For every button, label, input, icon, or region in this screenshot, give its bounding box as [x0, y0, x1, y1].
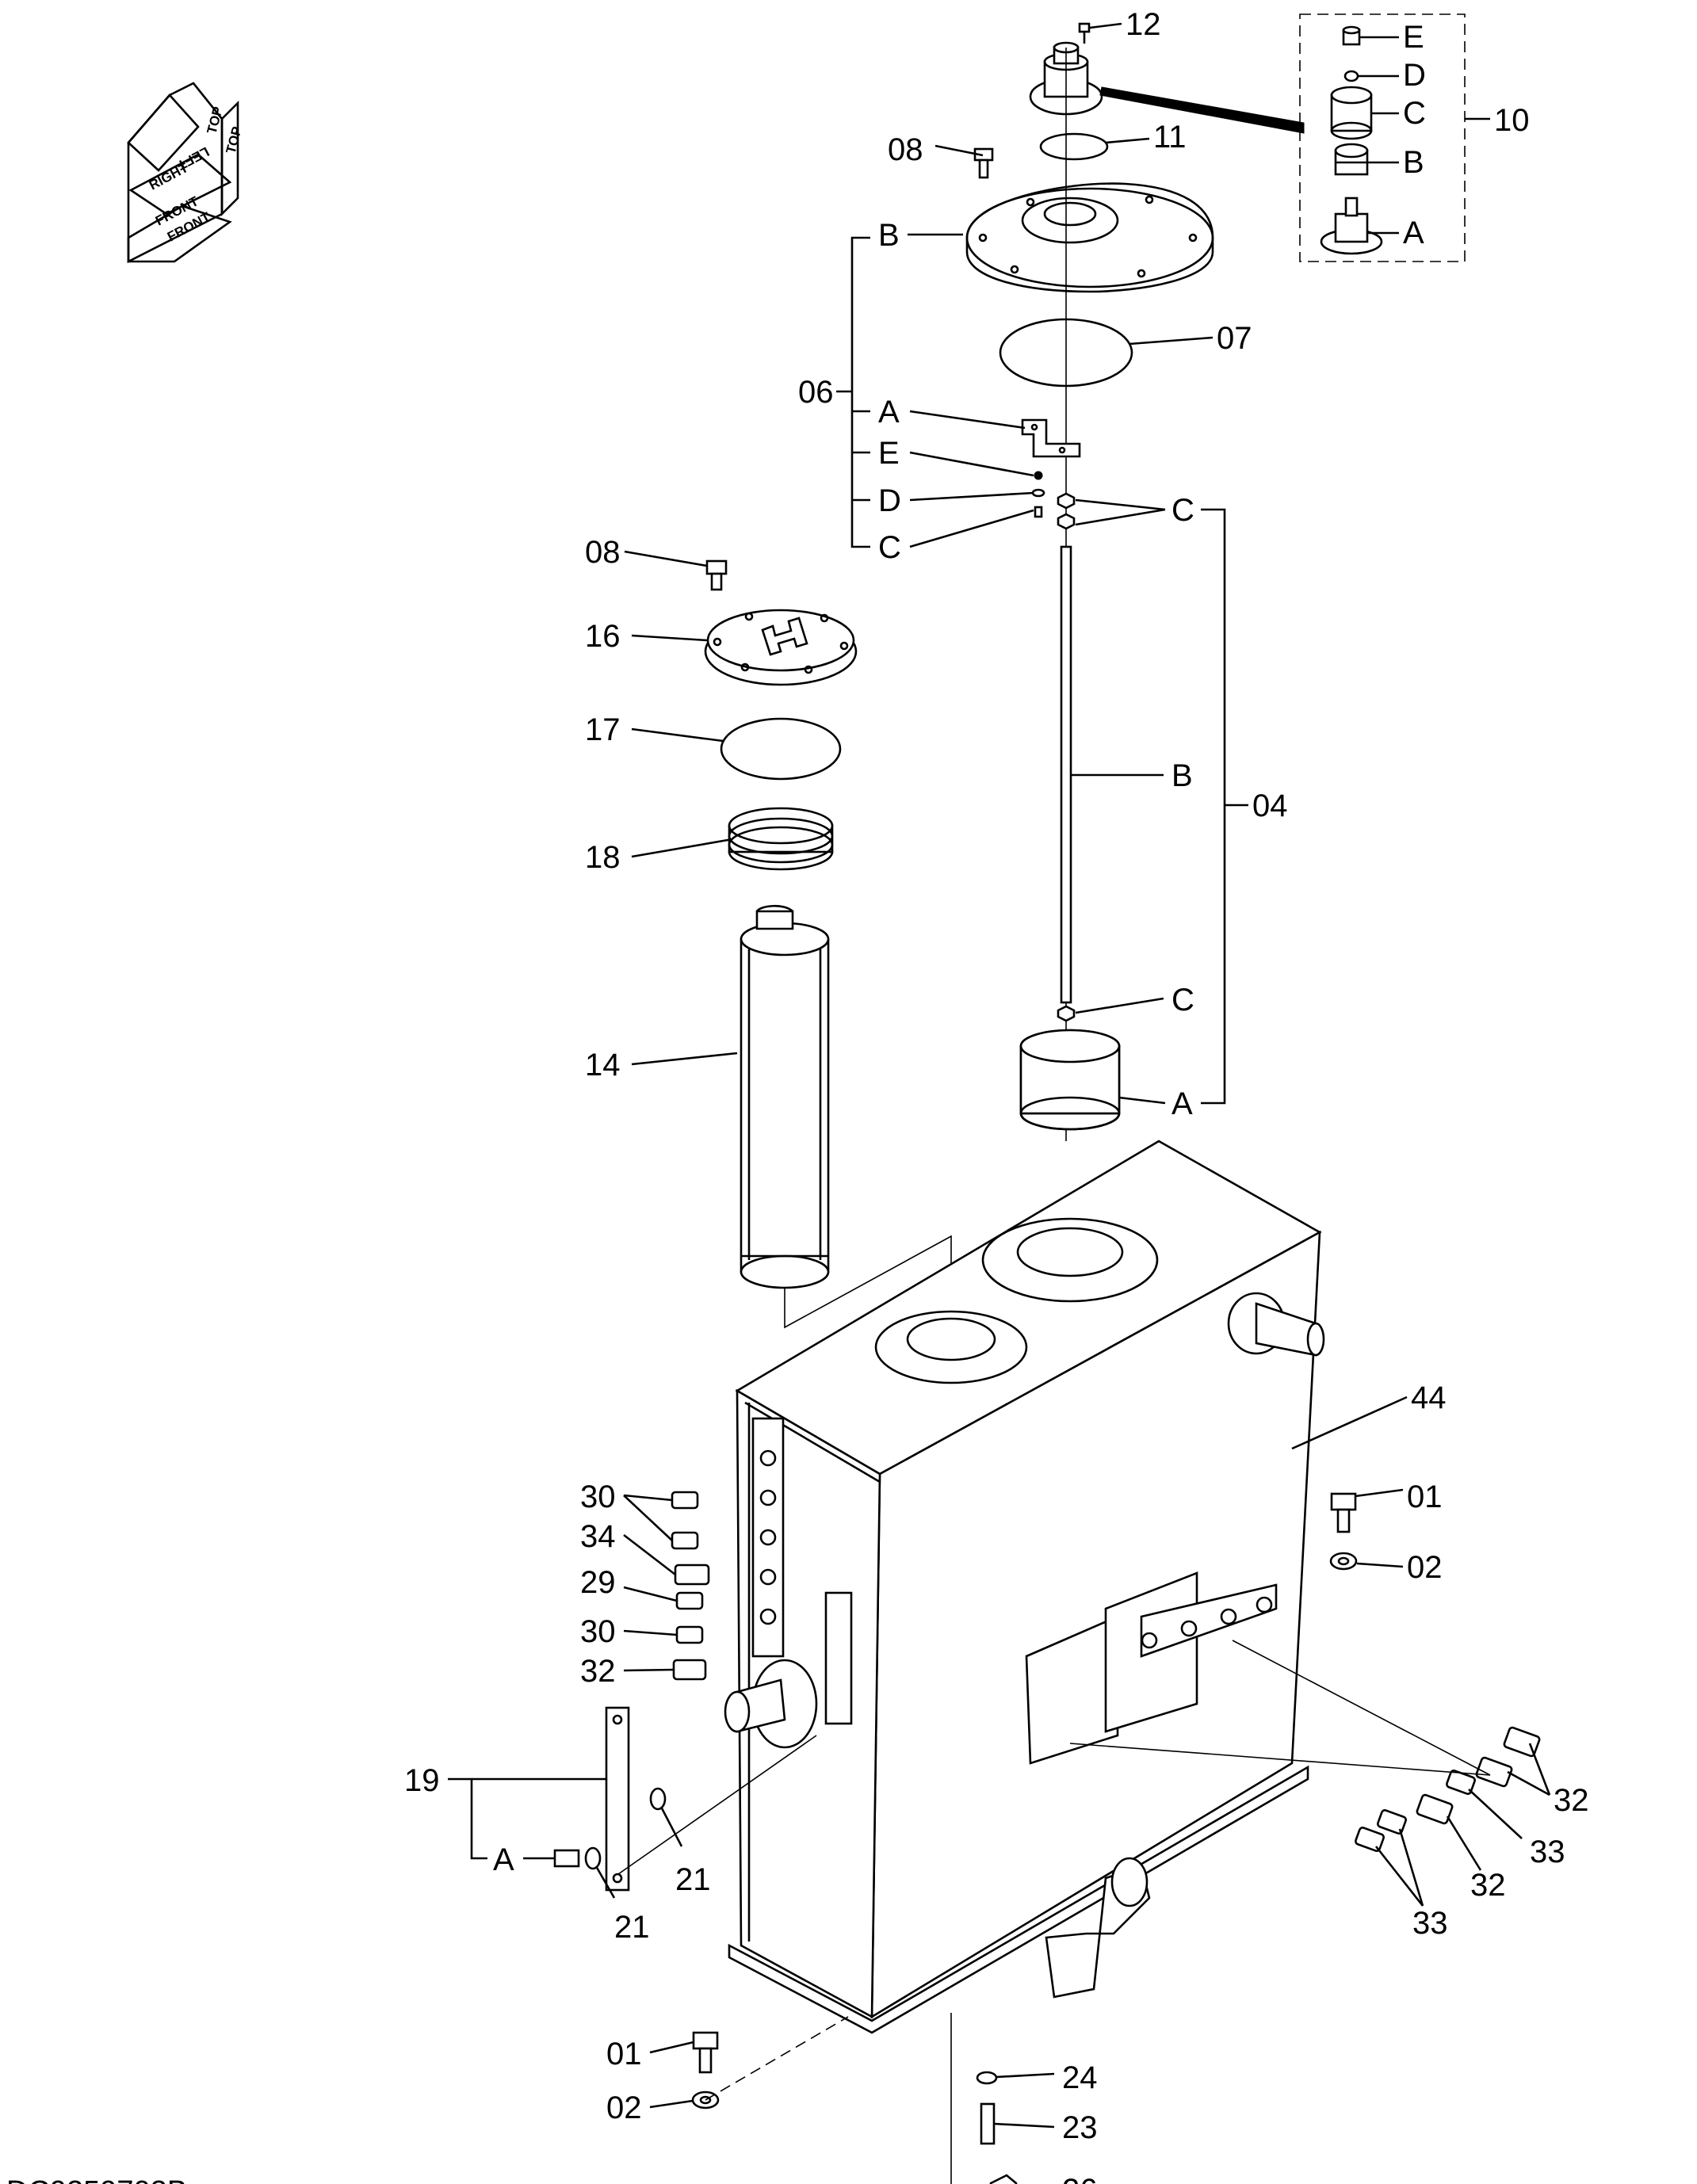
- label-19: 19: [404, 1763, 440, 1798]
- label-10: 10: [1494, 103, 1530, 138]
- part-10D-icon: [1343, 70, 1359, 82]
- orient-top-label-2: TOP: [224, 125, 245, 155]
- label-01-right: 01: [1407, 1480, 1443, 1514]
- part-10A-icon: [1320, 197, 1383, 255]
- part-fittings-right: [1355, 1726, 1541, 1852]
- label-33-left: 33: [1412, 1906, 1448, 1941]
- label-07: 07: [1217, 321, 1252, 356]
- label-12: 12: [1126, 7, 1161, 42]
- label-16: 16: [585, 619, 621, 654]
- label-26: 26: [1062, 2173, 1098, 2184]
- leader-lines: [448, 22, 1551, 2129]
- label-44: 44: [1411, 1380, 1447, 1415]
- part-06-bracket: [1021, 418, 1081, 458]
- part-18-spring: [728, 807, 834, 871]
- part-21-washers: [553, 1787, 667, 1870]
- label-06A: A: [878, 395, 900, 430]
- part-16-cover-plate: [704, 609, 858, 686]
- label-32-right-bottom: 32: [1470, 1868, 1506, 1903]
- label-32-right-top: 32: [1554, 1783, 1589, 1818]
- label-04C-top: C: [1171, 493, 1194, 528]
- label-01-left: 01: [606, 2037, 642, 2071]
- part-44-tank: [724, 1140, 1325, 2034]
- label-19A: A: [493, 1842, 514, 1877]
- label-06D: D: [878, 483, 901, 518]
- label-06: 06: [798, 375, 834, 410]
- part-01-02-bolt-washer-right: [1329, 1492, 1358, 1571]
- label-17: 17: [585, 712, 621, 747]
- label-04B: B: [1171, 758, 1193, 793]
- part-08-bolt-lower: [705, 559, 728, 591]
- label-10A: A: [1403, 216, 1424, 250]
- part-01-02-bolt-washer-left: [691, 2031, 720, 2110]
- part-06-small-hardware: [1031, 471, 1045, 518]
- part-10C-icon: [1330, 86, 1373, 140]
- label-10C: C: [1403, 96, 1426, 131]
- label-34: 34: [580, 1519, 616, 1554]
- part-10-subparts-box: [1299, 13, 1490, 262]
- label-30-bottom: 30: [580, 1614, 616, 1649]
- part-bottom-drain: [976, 2071, 1018, 2184]
- label-04C-bottom: C: [1171, 983, 1194, 1018]
- part-04-nuts: [1057, 492, 1076, 530]
- part-fittings-left: [671, 1491, 710, 1681]
- part-10B-icon: [1334, 143, 1369, 176]
- part-17-o-ring: [720, 717, 842, 781]
- label-04: 04: [1252, 788, 1288, 823]
- label-06B: B: [878, 218, 900, 253]
- label-18: 18: [585, 840, 621, 875]
- label-21-right: 21: [675, 1862, 711, 1897]
- part-19-bar: [605, 1706, 630, 1892]
- label-32-left: 32: [580, 1654, 616, 1689]
- label-23: 23: [1062, 2110, 1098, 2145]
- label-11: 11: [1153, 120, 1187, 155]
- label-14: 14: [585, 1048, 621, 1082]
- label-10E: E: [1403, 20, 1424, 55]
- part-06-cover-flange: [965, 182, 1214, 293]
- label-10D: D: [1403, 58, 1426, 93]
- part-11-o-ring: [1039, 132, 1109, 161]
- label-02-right: 02: [1407, 1550, 1443, 1585]
- label-06C: C: [878, 530, 901, 565]
- label-33-right: 33: [1530, 1835, 1565, 1869]
- label-29: 29: [580, 1565, 616, 1600]
- orientation-icon: TOP TOP RIGHT LEFT FRONT FRONT: [127, 82, 245, 264]
- part-10E-icon: [1342, 25, 1361, 46]
- part-04-rod: [1057, 545, 1076, 1022]
- part-14-filter-cartridge: [740, 904, 830, 1289]
- part-12-screw: [1078, 22, 1091, 44]
- drawing-code: DC9259703B: [6, 2175, 187, 2184]
- label-04A: A: [1171, 1086, 1193, 1121]
- label-10B: B: [1403, 145, 1424, 180]
- label-08-lower: 08: [585, 535, 621, 570]
- label-06E: E: [878, 436, 900, 471]
- label-30-top: 30: [580, 1480, 616, 1514]
- label-02-left: 02: [606, 2090, 642, 2125]
- part-04-filter-element: [1019, 1029, 1121, 1131]
- label-08-upper: 08: [888, 132, 923, 167]
- label-24: 24: [1062, 2060, 1098, 2095]
- label-21-left: 21: [614, 1910, 650, 1945]
